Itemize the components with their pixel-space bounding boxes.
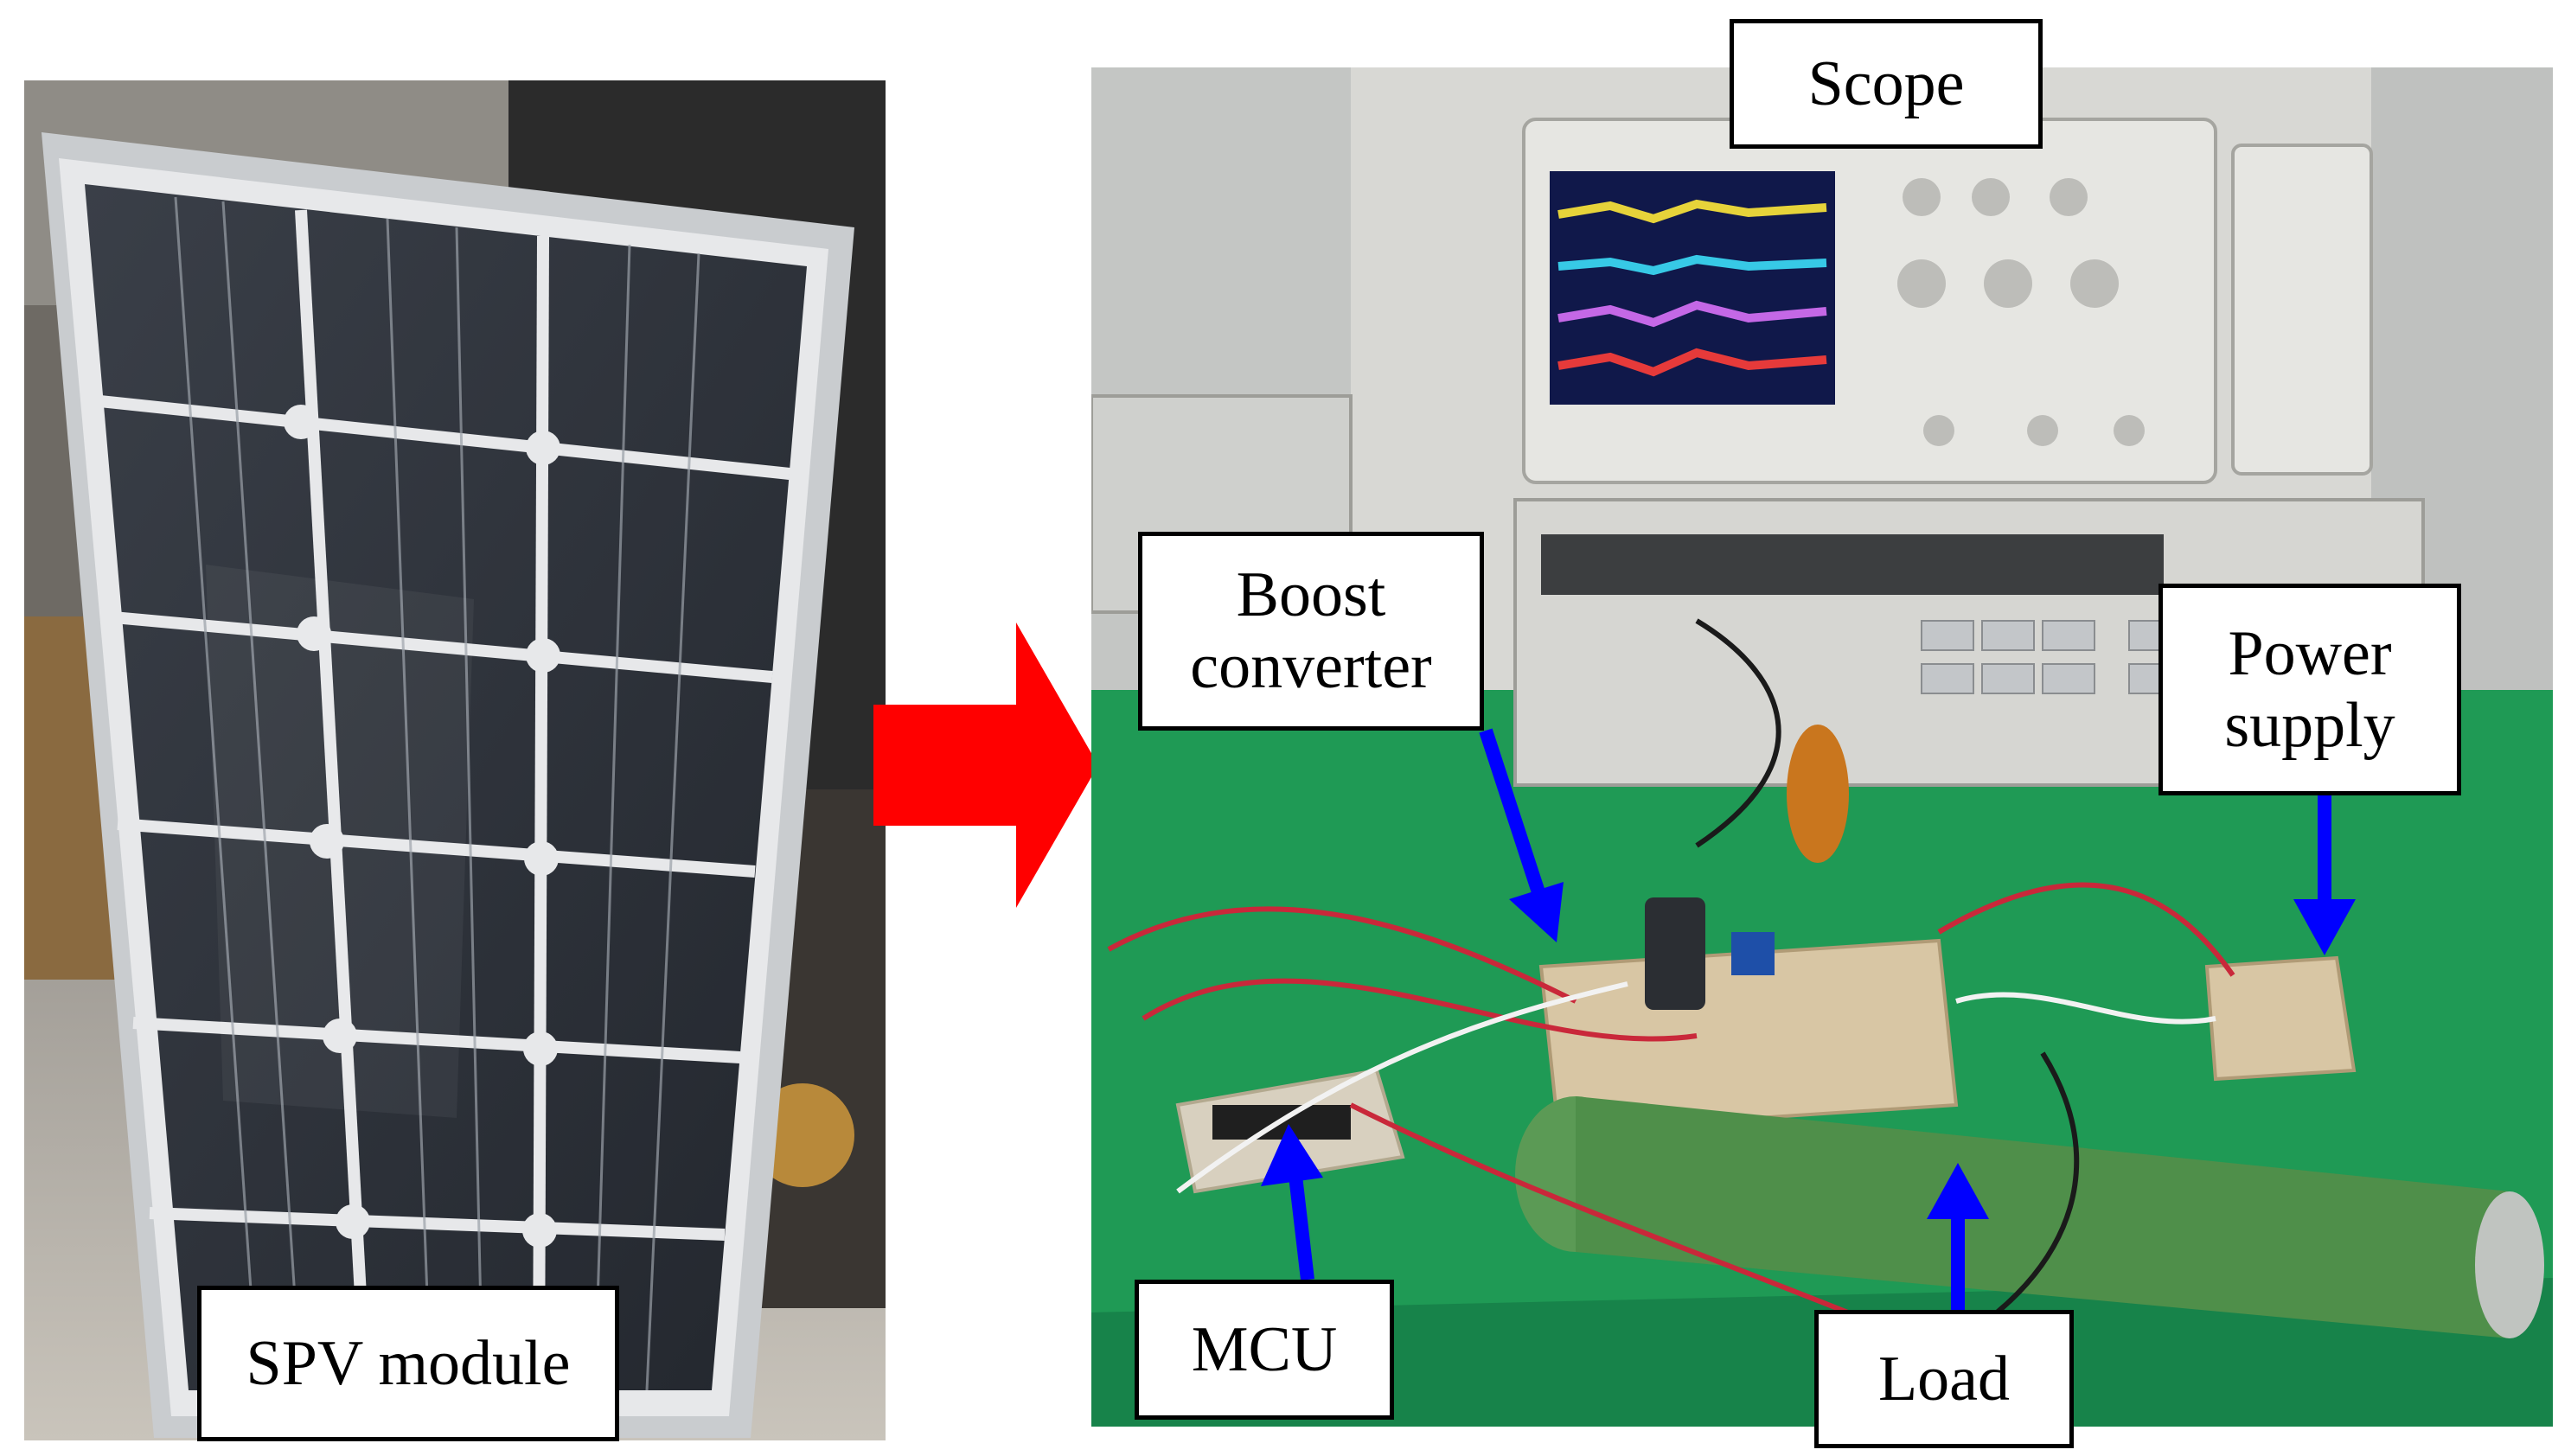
load-label-text: Load xyxy=(1877,1343,2011,1414)
load-resistor xyxy=(1515,1096,2544,1338)
scope-label: Scope xyxy=(1730,19,2043,149)
solar-cells xyxy=(85,184,807,1391)
mcu-label: MCU xyxy=(1135,1280,1394,1420)
boost-converter-pointer-arrow-icon xyxy=(1479,728,1564,942)
right-arrow-icon xyxy=(873,623,1098,908)
load-pointer-arrow-icon xyxy=(1927,1163,1989,1310)
boost-converter-label-line2: converter xyxy=(1190,631,1432,702)
oscilloscope xyxy=(1522,118,2217,484)
power-supply-label-line1: Power xyxy=(2228,617,2392,689)
boost-converter-label-line1: Boost xyxy=(1236,559,1386,631)
power-supply-label-line2: supply xyxy=(2224,689,2395,761)
mcu-label-text: MCU xyxy=(1191,1313,1338,1385)
spv-module-photo xyxy=(24,80,886,1440)
scope-label-text: Scope xyxy=(1807,48,1965,119)
power-supply-pointer-arrow-icon xyxy=(2293,795,2356,955)
power-supply-label: Power supply xyxy=(2158,584,2461,795)
spv-module-illustration xyxy=(24,80,886,1440)
spv-module-label-text: SPV module xyxy=(246,1327,571,1399)
mcu-pointer-arrow-icon xyxy=(1261,1124,1323,1280)
load-label: Load xyxy=(1814,1310,2074,1448)
boost-converter-label: Boost converter xyxy=(1138,532,1484,731)
spv-module-label: SPV module xyxy=(197,1286,619,1441)
